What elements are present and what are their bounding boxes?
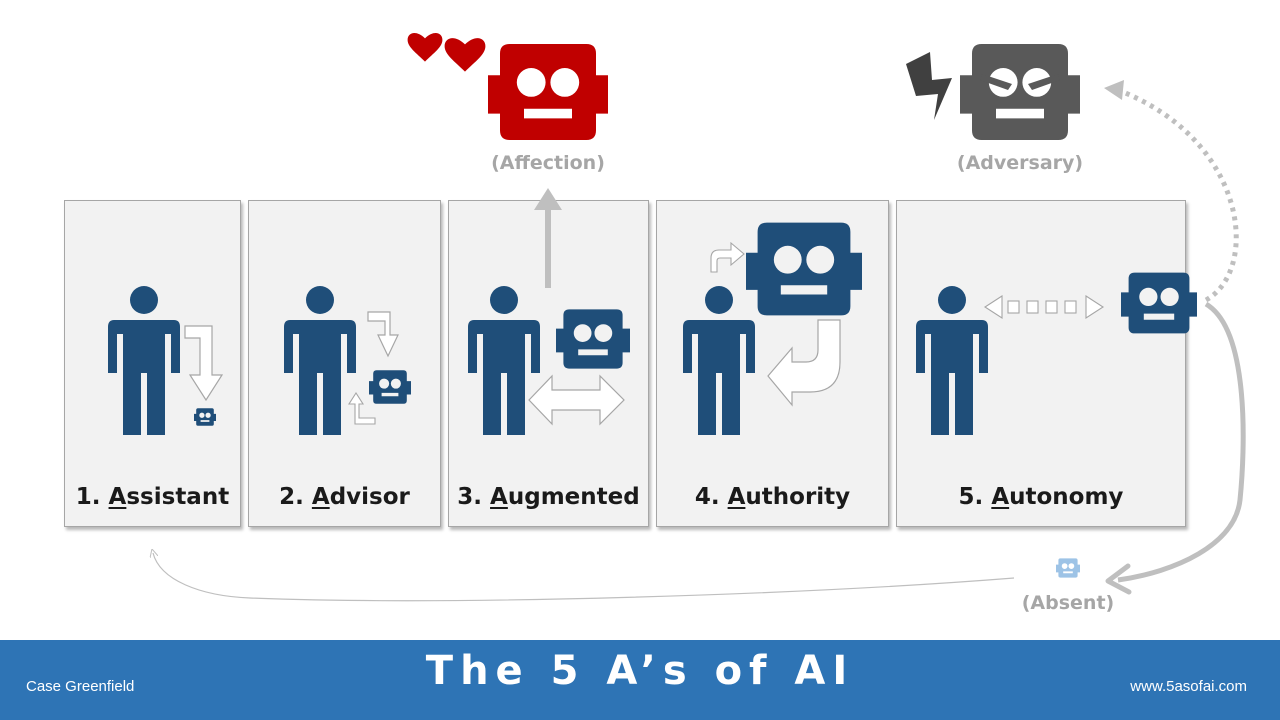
separation-arrowhead-left	[983, 294, 1003, 320]
heart-icon	[407, 33, 443, 62]
person-icon	[108, 286, 180, 435]
panel-label-advisor: 2. Advisor	[279, 484, 410, 510]
author-name: Case Greenfield	[26, 678, 135, 695]
authority-small-arrow	[710, 241, 745, 273]
adversary-robot-icon	[960, 44, 1080, 140]
loop-back-arrow	[153, 553, 1015, 602]
two-way-arrow	[528, 374, 625, 426]
affection-robot-icon	[488, 44, 608, 140]
flow-down-arrow	[184, 325, 224, 402]
website-url: www.5asofai.com	[1130, 678, 1247, 695]
slide-title: The 5 A’s of AI	[425, 648, 855, 694]
person-icon	[284, 286, 356, 435]
panel-label-authority: 4. Authority	[694, 484, 851, 510]
adversary-dotted-arrow	[1117, 87, 1239, 303]
absent-robot-icon	[1056, 558, 1080, 578]
person-icon	[468, 286, 540, 435]
absent-label: (Absent)	[1021, 592, 1115, 614]
panel-advisor: 2. Advisor	[248, 200, 441, 527]
adversary-arrowhead	[1104, 80, 1124, 100]
adversary-label: (Adversary)	[956, 152, 1084, 174]
robot-icon	[194, 408, 216, 426]
advice-up-arrow	[347, 391, 376, 425]
affection-label: (Affection)	[491, 152, 605, 174]
person-icon	[683, 286, 755, 435]
lightning-icon	[906, 52, 952, 120]
angry-eyebrows	[980, 74, 1060, 90]
robot-icon	[369, 370, 411, 404]
panel-label-augmented: 3. Augmented	[457, 484, 640, 510]
panel-label-assistant: 1. Assistant	[75, 484, 230, 510]
robot-icon	[746, 222, 862, 316]
person-icon	[916, 286, 988, 435]
affection-arrowhead	[534, 188, 562, 210]
panel-label-autonomy: 5. Autonomy	[958, 484, 1124, 510]
absent-curved-arrow	[1117, 301, 1246, 583]
absent-arrowhead	[1105, 563, 1132, 595]
advice-down-arrow	[367, 311, 399, 358]
robot-icon	[556, 309, 630, 369]
footer-bar: Case Greenfield The 5 A’s of AI www.5aso…	[0, 640, 1280, 720]
robot-icon	[1121, 272, 1197, 334]
authority-return-arrow	[767, 319, 841, 407]
heart-icon	[444, 38, 486, 72]
separation-dashes	[1007, 300, 1077, 314]
separation-arrowhead-right	[1085, 294, 1105, 320]
